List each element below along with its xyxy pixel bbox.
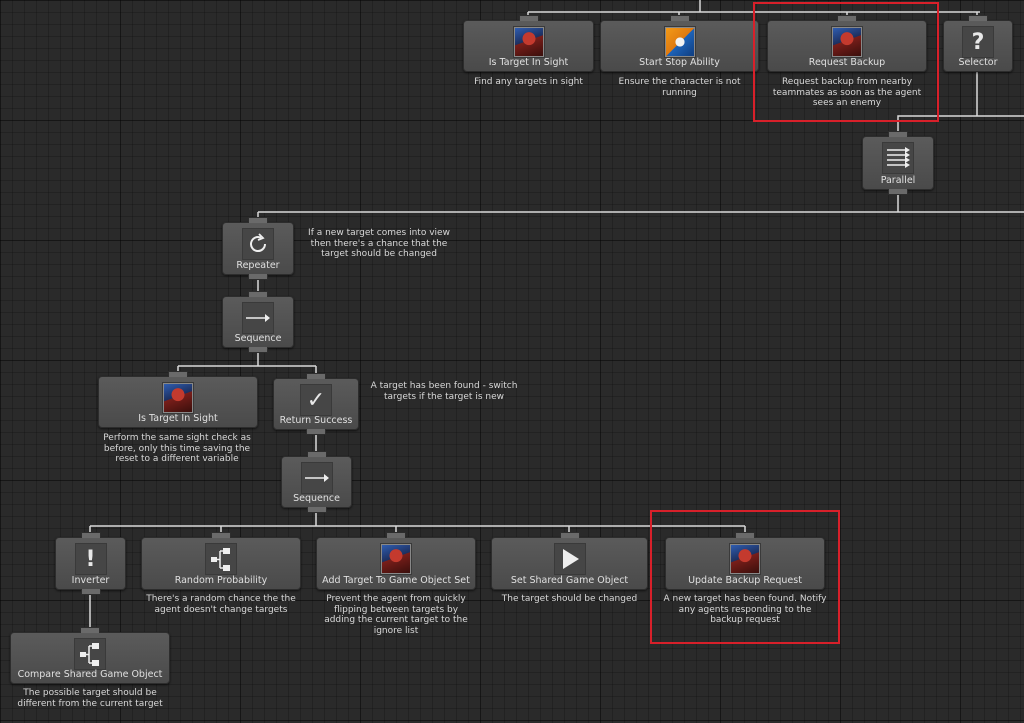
agent-portrait-icon xyxy=(729,543,761,575)
node-description: Ensure the character is not running xyxy=(618,77,741,98)
node-label: Add Target To Game Object Set xyxy=(322,575,470,586)
node-label: Update Backup Request xyxy=(688,575,802,586)
output-port[interactable] xyxy=(888,189,908,195)
request-backup-node[interactable]: Request Backup xyxy=(767,15,927,72)
node-description: A new target has been found. Notify any … xyxy=(663,594,827,625)
agent-portrait-icon xyxy=(512,26,545,58)
node-label: Repeater xyxy=(236,260,280,271)
node-description: The possible target should be different … xyxy=(17,688,163,709)
output-port[interactable] xyxy=(80,589,101,595)
node-label: Selector xyxy=(958,57,998,68)
node-label: Set Shared Game Object xyxy=(510,575,629,586)
agent-portrait-icon xyxy=(831,26,863,58)
is-target-in-sight-node[interactable]: Is Target In Sight xyxy=(98,371,258,428)
conditional-icon xyxy=(74,638,106,670)
input-port[interactable] xyxy=(306,373,326,379)
start-stop-ability-node[interactable]: Start Stop Ability xyxy=(600,15,759,72)
highlight-box xyxy=(753,2,939,122)
node-label: Random Probability xyxy=(174,575,268,586)
output-port[interactable] xyxy=(306,429,326,435)
input-port[interactable] xyxy=(306,451,327,457)
input-port[interactable] xyxy=(888,131,908,137)
node-description: Prevent the agent from quickly flipping … xyxy=(324,594,468,636)
input-port[interactable] xyxy=(837,15,857,21)
input-port[interactable] xyxy=(559,532,580,538)
inverter-node[interactable]: ! Inverter xyxy=(55,532,126,595)
node-description: Perform the same sight check as before, … xyxy=(103,433,251,464)
node-label: Sequence xyxy=(293,493,340,504)
input-port[interactable] xyxy=(211,532,231,538)
input-port[interactable] xyxy=(735,532,755,538)
is-target-in-sight-node[interactable]: Is Target In Sight xyxy=(463,15,594,72)
node-description: A target has been found - switch targets… xyxy=(370,381,518,402)
parallel-node[interactable]: Parallel xyxy=(862,131,934,195)
input-port[interactable] xyxy=(168,371,188,377)
input-port[interactable] xyxy=(386,532,406,538)
play-icon xyxy=(553,543,586,575)
input-port[interactable] xyxy=(80,532,101,538)
node-description: If a new target comes into view then the… xyxy=(308,228,450,259)
node-label: Is Target In Sight xyxy=(138,413,218,424)
update-backup-request-node[interactable]: Update Backup Request xyxy=(665,532,825,590)
return-success-node[interactable]: ✓ Return Success xyxy=(273,373,359,435)
sequence-arrow-icon xyxy=(242,302,274,334)
input-port[interactable] xyxy=(248,291,268,297)
node-description: Find any targets in sight xyxy=(474,77,583,87)
sequence-arrow-icon xyxy=(300,462,333,494)
output-port[interactable] xyxy=(248,347,268,353)
set-shared-game-object-node[interactable]: Set Shared Game Object xyxy=(491,532,648,590)
input-port[interactable] xyxy=(968,15,988,21)
node-label: Start Stop Ability xyxy=(639,57,720,68)
repeater-node[interactable]: Repeater xyxy=(222,217,294,280)
sequence-node[interactable]: Sequence xyxy=(222,291,294,353)
output-port[interactable] xyxy=(248,274,268,280)
ability-portrait-icon xyxy=(663,26,696,58)
exclamation-icon: ! xyxy=(74,543,107,575)
input-port[interactable] xyxy=(518,15,539,21)
agent-portrait-icon xyxy=(380,543,412,575)
node-label: Compare Shared Game Object xyxy=(17,669,163,680)
selector-node[interactable]: ? Selector xyxy=(943,15,1013,72)
parallel-arrows-icon xyxy=(882,142,914,174)
node-label: Parallel xyxy=(880,175,916,186)
sequence-node[interactable]: Sequence xyxy=(281,451,352,513)
agent-portrait-icon xyxy=(162,382,194,414)
repeat-icon xyxy=(242,228,274,260)
question-icon: ? xyxy=(962,26,994,58)
input-port[interactable] xyxy=(669,15,690,21)
output-port[interactable] xyxy=(306,507,327,513)
random-probability-node[interactable]: Random Probability xyxy=(141,532,301,590)
node-description: Request backup from nearby teammates as … xyxy=(772,77,922,108)
node-label: Return Success xyxy=(279,415,353,426)
node-description: The target should be changed xyxy=(501,594,638,604)
checkmark-icon: ✓ xyxy=(300,384,332,416)
input-port[interactable] xyxy=(80,627,100,633)
highlight-box xyxy=(650,510,840,644)
node-label: Request Backup xyxy=(808,57,886,68)
conditional-icon xyxy=(205,543,237,575)
node-label: Is Target In Sight xyxy=(488,57,569,68)
input-port[interactable] xyxy=(248,217,268,223)
node-description: There's a random chance the the agent do… xyxy=(146,594,296,615)
add-target-to-game-object-set-node[interactable]: Add Target To Game Object Set xyxy=(316,532,476,590)
compare-shared-game-object-node[interactable]: Compare Shared Game Object xyxy=(10,627,170,684)
node-label: Sequence xyxy=(234,333,282,344)
node-label: Inverter xyxy=(71,575,110,586)
